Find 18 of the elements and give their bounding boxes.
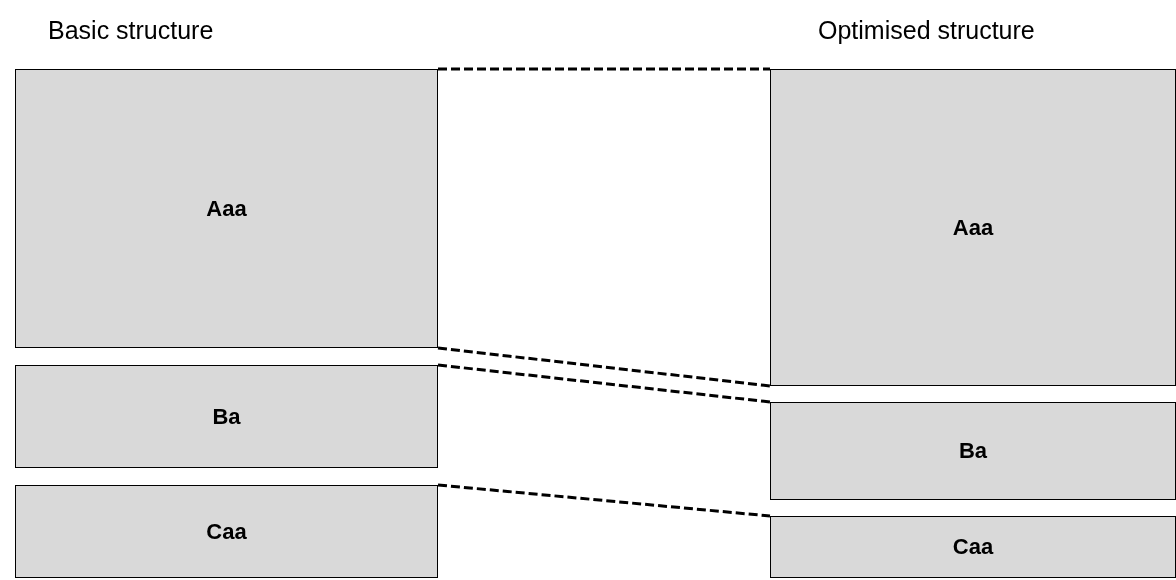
structure-block <box>770 69 1176 386</box>
block-label: Caa <box>952 534 994 560</box>
structure-block <box>15 365 438 468</box>
structure-block <box>770 516 1176 578</box>
block-label: Aaa <box>206 195 247 222</box>
structure-block <box>770 402 1176 500</box>
dashed-connector <box>437 346 771 388</box>
column-heading: Optimised structure <box>818 16 1035 45</box>
dashed-connector <box>437 483 771 518</box>
dashed-connector <box>438 67 770 71</box>
dashed-connector <box>437 363 771 404</box>
block-label: Ba <box>958 438 988 464</box>
structure-block <box>15 485 438 578</box>
block-label: Ba <box>212 403 241 430</box>
structure-block <box>15 69 438 348</box>
block-label: Aaa <box>952 214 994 241</box>
column-heading: Basic structure <box>48 16 214 45</box>
block-label: Caa <box>206 518 247 545</box>
